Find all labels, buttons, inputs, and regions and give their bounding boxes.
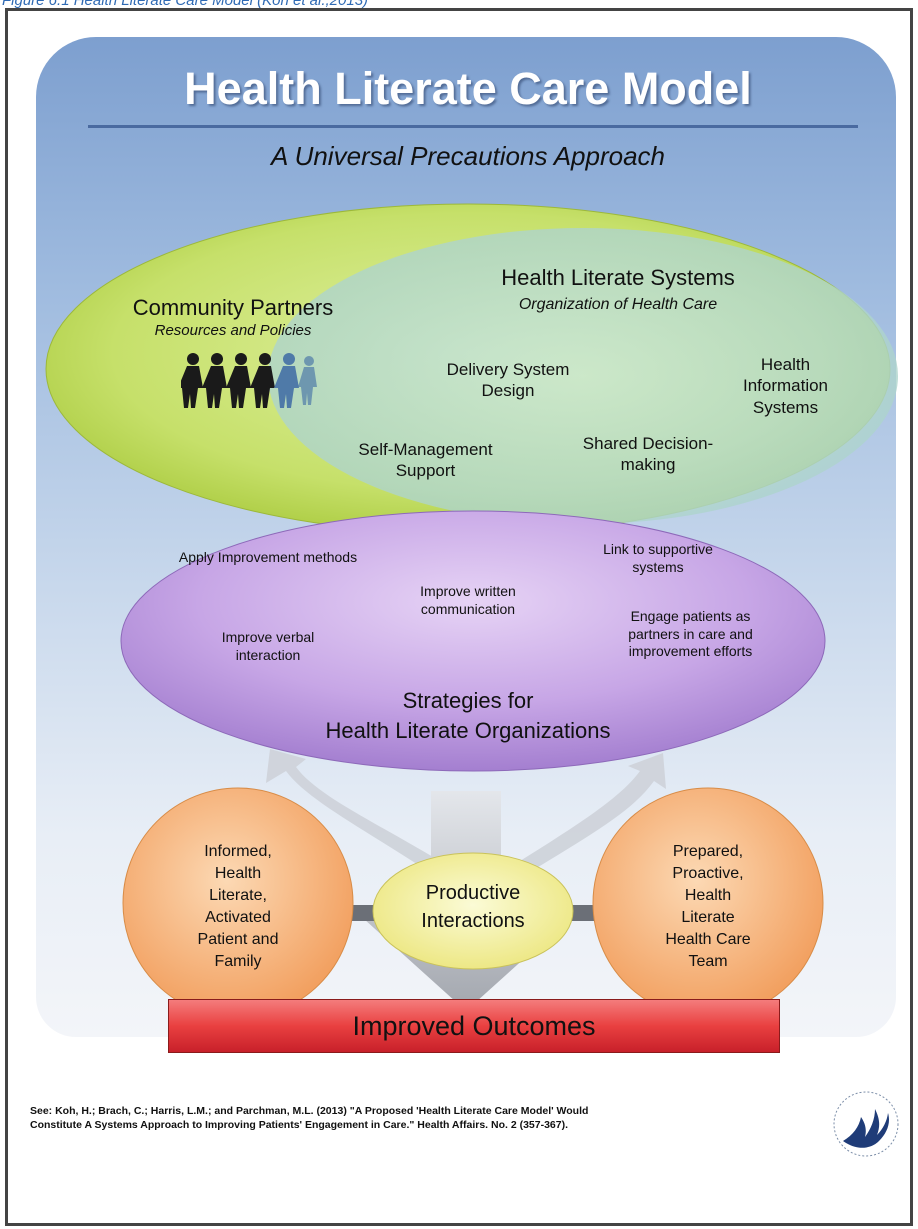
inner-systems-ellipse-shape [268, 228, 898, 524]
model-title: Health Literate Care Model [184, 63, 752, 114]
citation-text: See: Koh, H.; Brach, C.; Harris, L.M.; a… [30, 1105, 589, 1131]
health-literate-systems-subtitle: Organization of Health Care [518, 296, 718, 313]
care-team-circle-text: Prepared, Proactive, Health Literate Hea… [665, 843, 751, 970]
strategy-verbal-interaction: Improve verbal interaction [221, 629, 315, 663]
title-divider [88, 125, 858, 128]
community-partners-title: Community Partners [132, 295, 334, 320]
figure-frame: Health Literate Care Model A Universal P… [5, 8, 913, 1226]
interactions-ellipse-shape [372, 852, 574, 970]
model-subtitle: A Universal Precautions Approach [270, 141, 666, 171]
patient-family-circle-text: Informed, Health Literate, Activated Pat… [197, 843, 279, 970]
strategies-title-line2: Health Literate Organizations [325, 718, 611, 743]
hhs-eagle-icon [833, 1091, 899, 1157]
purple-ellipse-shape [120, 510, 826, 772]
people-chain-icon [181, 353, 317, 408]
strategy-link-supportive: Link to supportive systems [603, 541, 713, 575]
strategy-apply-improvement: Apply Improvement methods [178, 549, 358, 565]
left-curved-arrow [266, 749, 453, 881]
health-literate-systems-title: Health Literate Systems [501, 265, 735, 290]
strategy-written-communication: Improve written communication [420, 583, 516, 617]
community-partners-subtitle: Resources and Policies [154, 322, 312, 339]
improved-outcomes-bar: Improved Outcomes [168, 999, 780, 1053]
strategies-title-line1: Strategies for [402, 688, 534, 713]
diagram-shapes [45, 203, 898, 1019]
self-management-support: Self-Management Support [358, 440, 493, 481]
figure-caption: Figure 6.1 Health Literate Care Model (K… [2, 0, 369, 9]
delivery-system-design: Delivery System Design [446, 360, 570, 401]
health-information-systems: Health Information Systems [742, 355, 829, 417]
right-curved-arrow [488, 753, 666, 891]
shared-decision-making: Shared Decision-making [582, 434, 714, 475]
strategy-engage-patients: Engage patients as partners in care and … [628, 608, 753, 659]
productive-interactions-text: Productive Interactions [421, 882, 525, 932]
